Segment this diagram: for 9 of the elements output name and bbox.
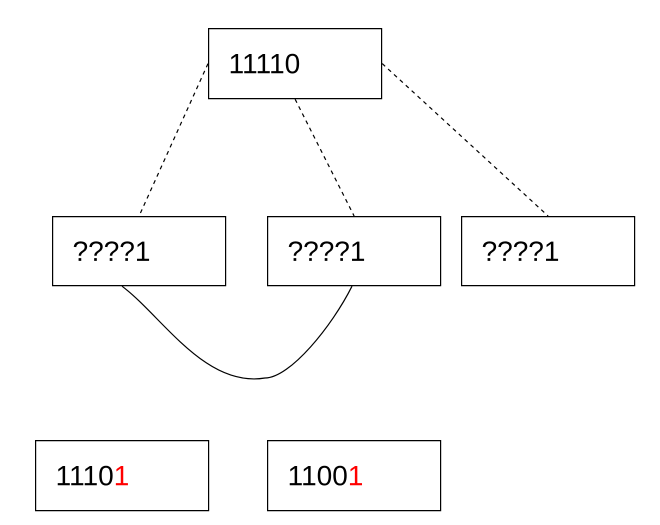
text-box: 11101 [35,440,210,512]
connector [382,63,549,216]
text-box: ????1 [267,216,442,286]
text-box: 11110 [208,28,382,100]
connector [122,286,353,380]
text-box: ????1 [461,216,636,286]
text-box: ????1 [52,216,226,286]
connector [294,98,355,216]
text-box: 11001 [267,440,442,512]
